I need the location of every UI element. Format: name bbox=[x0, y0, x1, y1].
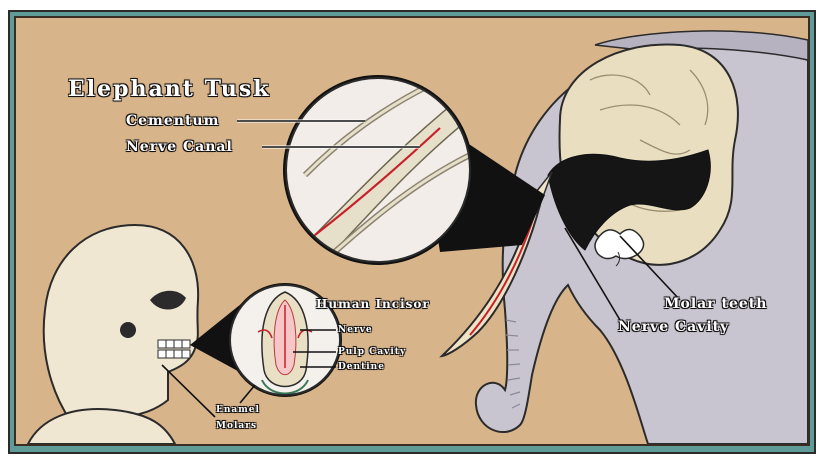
label-molars: Molars bbox=[216, 421, 257, 431]
human-skull bbox=[44, 225, 198, 420]
label-nerve-cavity: Nerve Cavity bbox=[618, 319, 729, 335]
label-nerve: Nerve bbox=[338, 325, 373, 335]
label-nerve-canal: Nerve Canal bbox=[126, 139, 233, 155]
label-dentine: Dentine bbox=[338, 362, 385, 372]
human-neck bbox=[28, 409, 175, 444]
ear-hole bbox=[120, 322, 136, 338]
label-pulp-cavity: Pulp Cavity bbox=[338, 347, 406, 357]
label-enamel: Enamel bbox=[216, 405, 260, 415]
diagram-title: Elephant Tusk bbox=[68, 76, 271, 102]
label-molar-teeth: Molar teeth bbox=[664, 296, 767, 312]
label-cementum: Cementum bbox=[126, 113, 219, 129]
label-human-incisor: Human Incisor bbox=[316, 297, 430, 311]
